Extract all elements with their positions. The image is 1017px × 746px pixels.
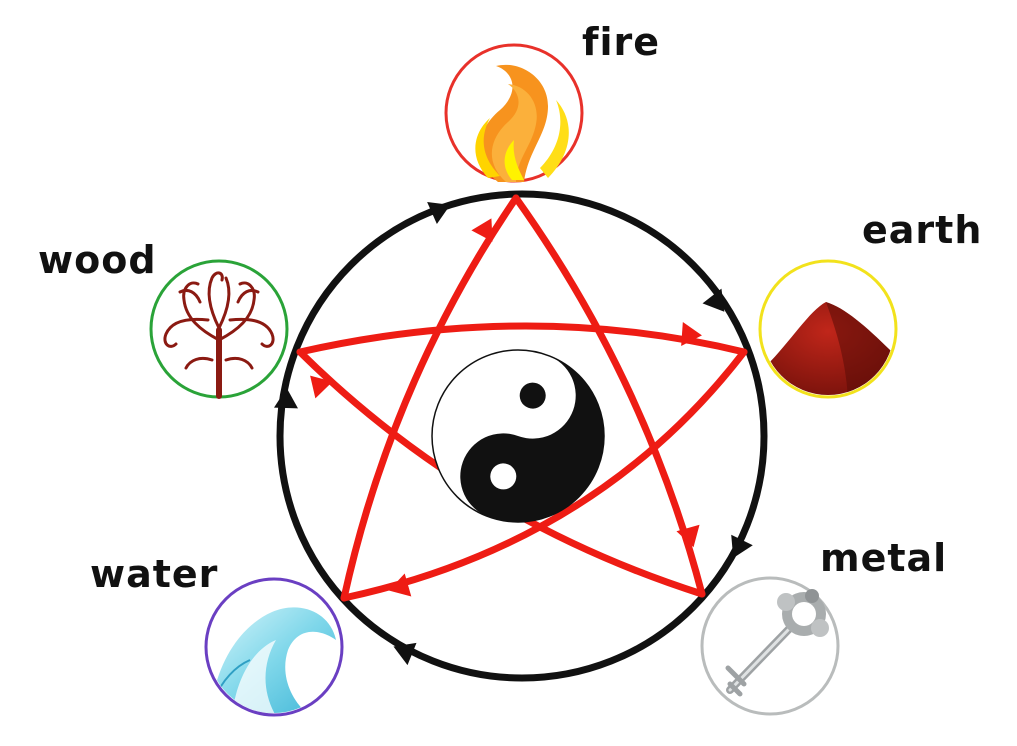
wave-icon xyxy=(210,607,336,713)
arrowhead xyxy=(393,642,417,666)
yin-yang-icon xyxy=(431,349,605,523)
wood-label: wood xyxy=(38,238,157,282)
key-icon xyxy=(725,589,829,697)
star-edge-water-fire xyxy=(340,194,520,602)
arrowhead xyxy=(310,375,333,399)
arrowhead xyxy=(388,573,412,597)
star-edge-earth-water xyxy=(340,348,748,602)
generating-cycle-ring xyxy=(276,190,768,682)
arrowhead xyxy=(471,218,493,242)
earth-label: earth xyxy=(862,208,983,252)
arrowhead xyxy=(676,524,700,548)
wood-element xyxy=(149,259,289,399)
fire-element xyxy=(444,43,584,183)
metal-element xyxy=(700,576,840,716)
arrowhead xyxy=(731,534,753,558)
tree-icon xyxy=(163,271,275,399)
controlling-cycle-arrows xyxy=(310,218,702,597)
earth-element xyxy=(758,259,898,399)
arrowhead xyxy=(274,388,298,409)
fire-label: fire xyxy=(582,20,661,64)
water-element xyxy=(204,577,344,717)
star-edge-wood-earth xyxy=(296,322,748,356)
metal-label: metal xyxy=(820,536,948,580)
arrowhead xyxy=(681,322,702,346)
generating-cycle-arrows xyxy=(274,202,753,666)
water-label: water xyxy=(90,552,219,596)
arrowhead xyxy=(702,288,725,312)
arrowhead xyxy=(427,202,451,224)
flame-icon xyxy=(475,64,569,182)
